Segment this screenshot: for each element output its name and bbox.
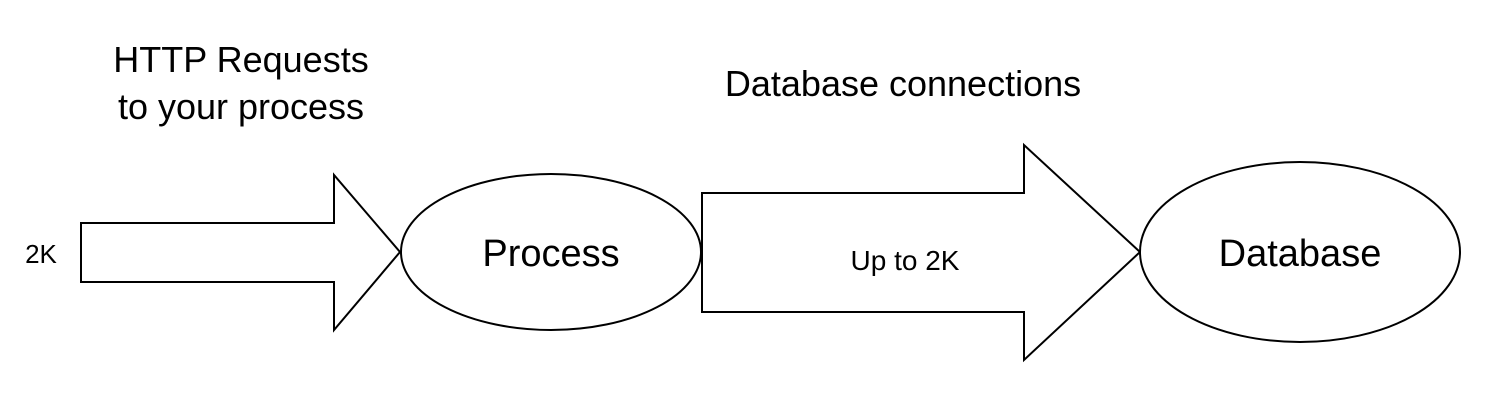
connection-limit-label: Up to 2K: [851, 245, 960, 276]
http-requests-label-line2: to your process: [118, 86, 364, 127]
process-label: Process: [482, 233, 619, 275]
database-label: Database: [1219, 233, 1382, 275]
database-node: [1139, 161, 1461, 343]
input-rate-label: 2K: [25, 239, 57, 269]
database-connections-label: Database connections: [725, 63, 1081, 104]
http-requests-label-line1: HTTP Requests: [113, 39, 368, 80]
http-requests-arrow: [80, 172, 402, 333]
database-connections-arrow: [701, 142, 1142, 363]
